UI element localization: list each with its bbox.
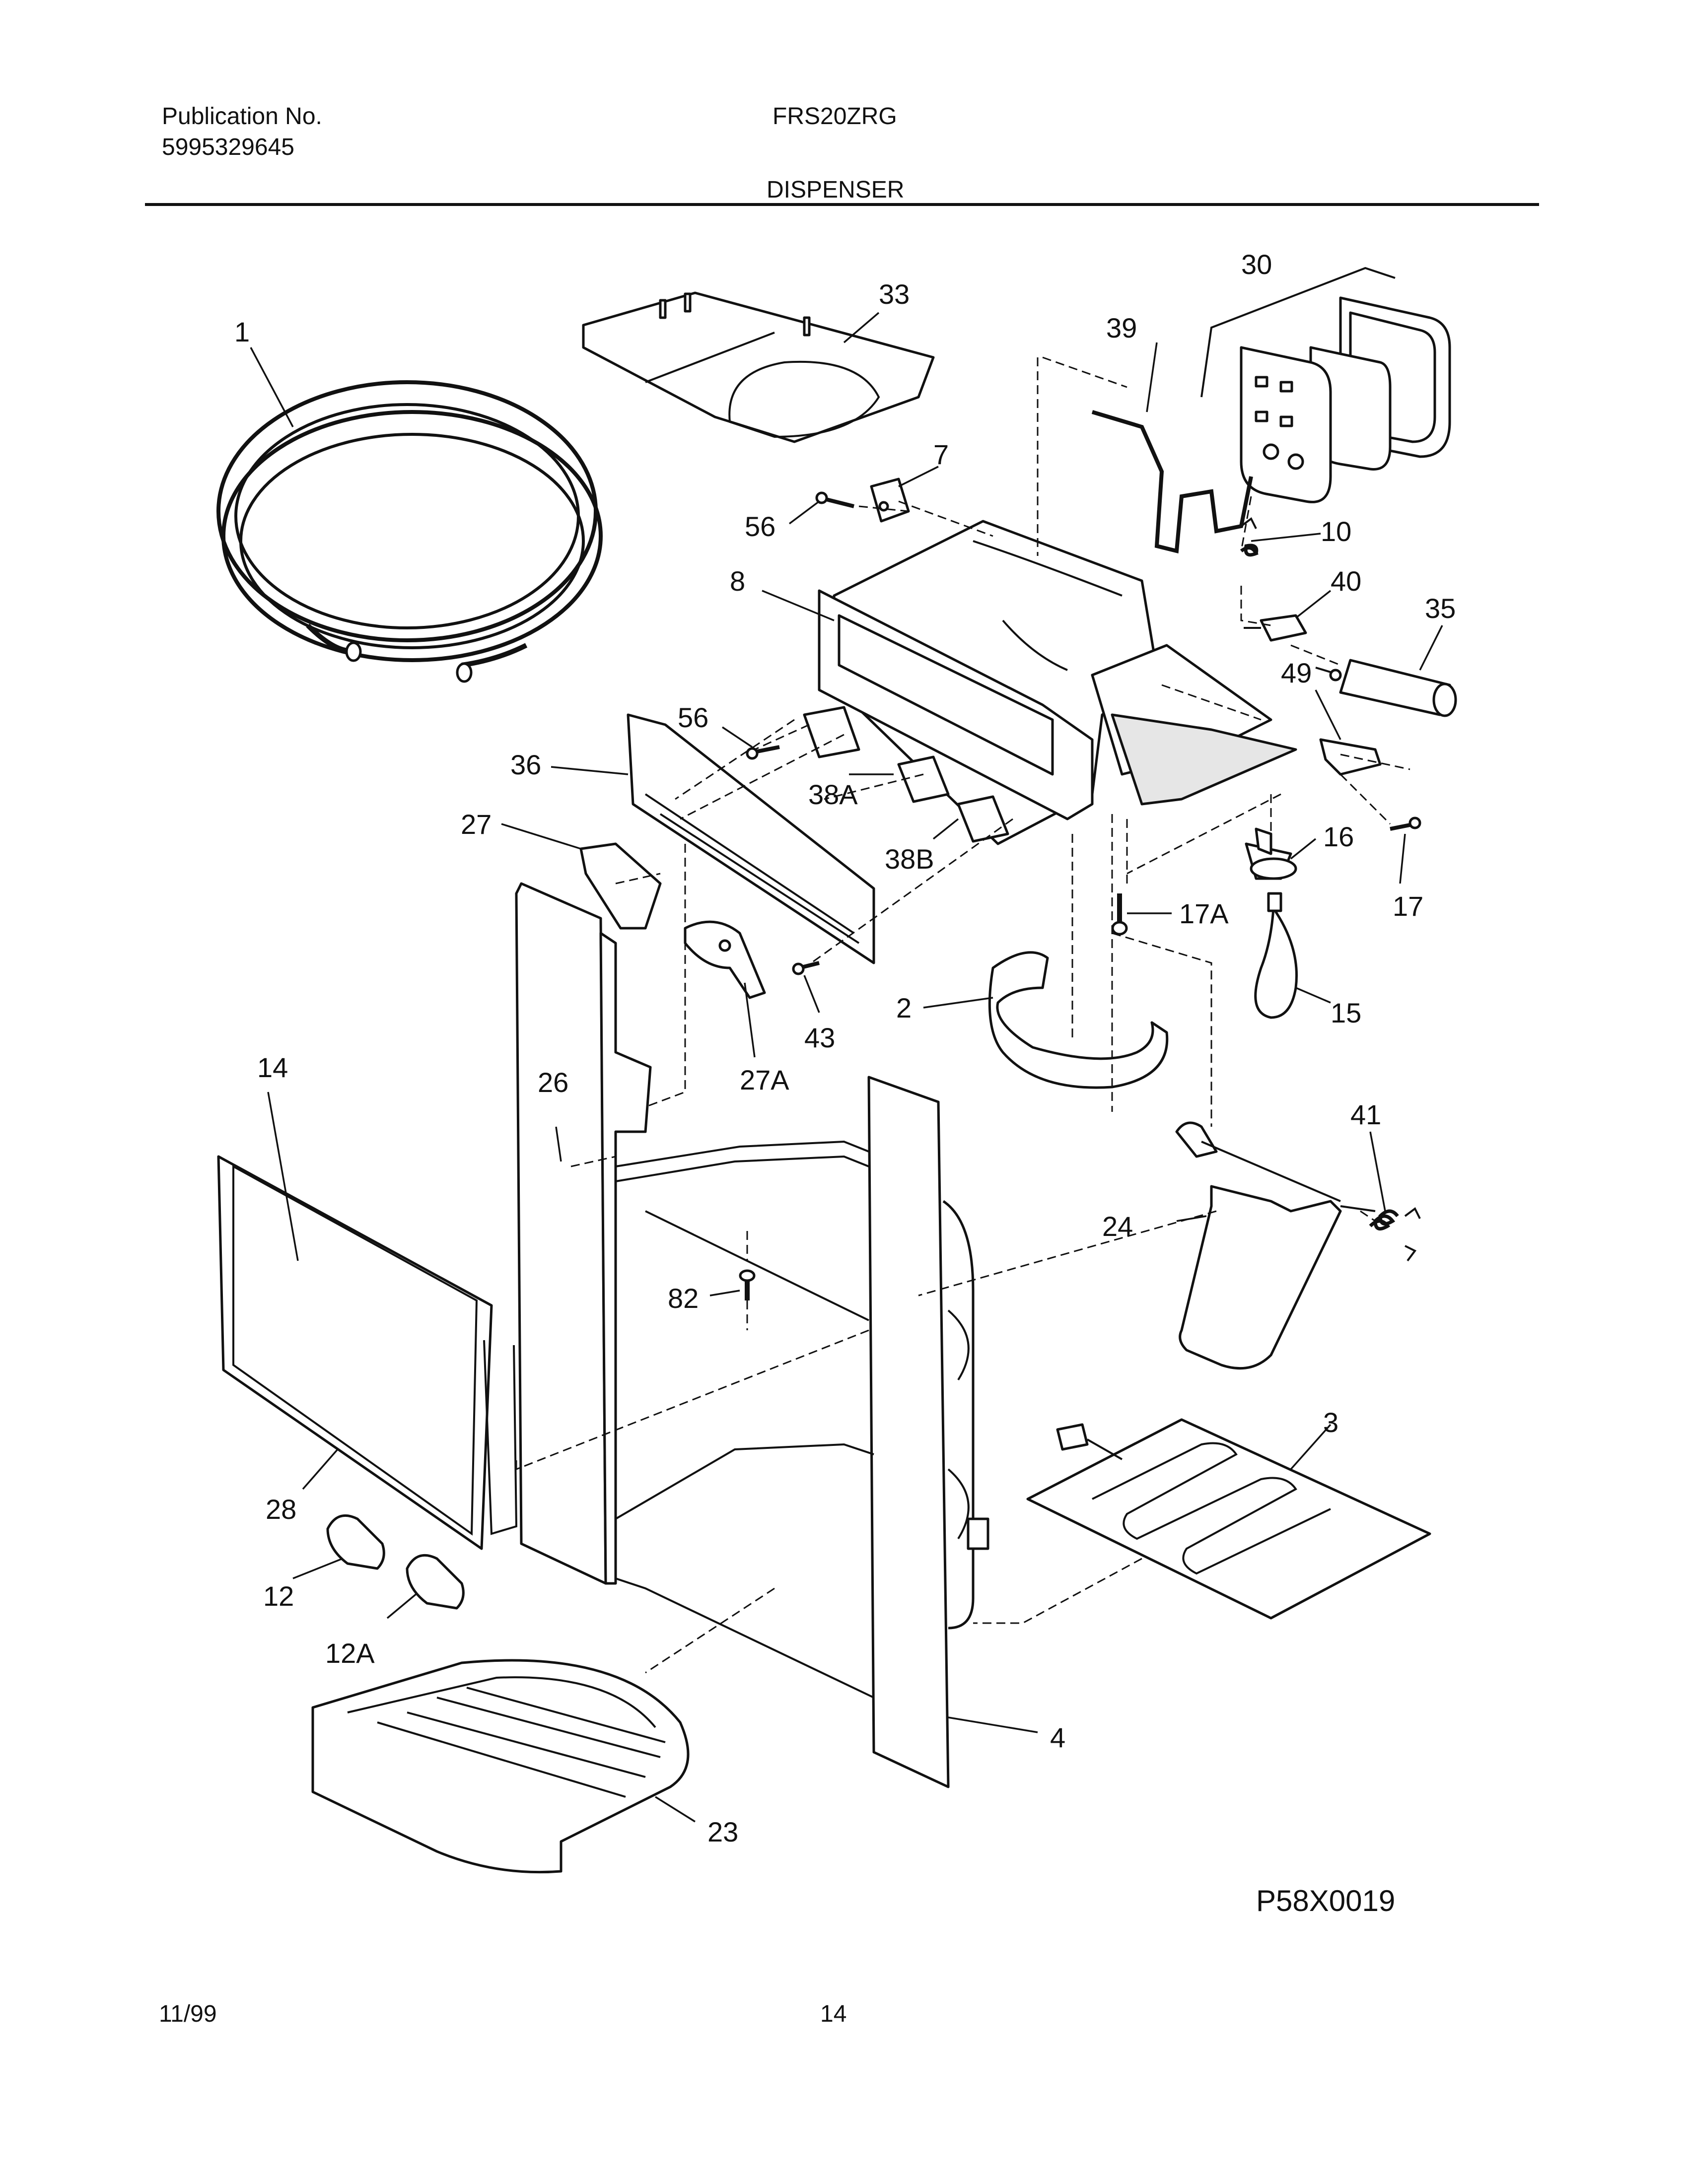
callout-2: 2 bbox=[896, 992, 912, 1024]
part-28-frame-trim bbox=[483, 1340, 518, 1535]
part-41-spring bbox=[1369, 1207, 1421, 1262]
callout-82: 82 bbox=[668, 1283, 699, 1314]
callout-39: 39 bbox=[1106, 312, 1137, 343]
part-82-screw bbox=[739, 1269, 756, 1300]
callout-4: 4 bbox=[1050, 1722, 1065, 1753]
part-12A-clip bbox=[406, 1554, 465, 1610]
callout-27: 27 bbox=[461, 809, 492, 840]
diagram-code: P58X0019 bbox=[1256, 1884, 1395, 1917]
part-38B-switch bbox=[957, 795, 1009, 843]
callout-38B: 38B bbox=[885, 843, 934, 875]
part-56-screw-lower bbox=[746, 745, 780, 760]
part-40-pin bbox=[1244, 614, 1307, 642]
part-38A-switch bbox=[803, 706, 950, 803]
part-30-door-assembly bbox=[1200, 267, 1451, 503]
footer-date: 11/99 bbox=[159, 2001, 217, 2027]
part-43-screw bbox=[792, 961, 820, 975]
callout-15: 15 bbox=[1331, 997, 1361, 1028]
part-33-cover-plate bbox=[582, 291, 935, 443]
callout-30: 30 bbox=[1241, 249, 1272, 280]
part-35-solenoid bbox=[1315, 659, 1457, 717]
callout-56-upper: 56 bbox=[745, 511, 775, 542]
callout-23: 23 bbox=[707, 1816, 738, 1847]
assembly-guide-lines bbox=[515, 356, 1410, 1674]
part-16-lamp-socket bbox=[1245, 827, 1297, 880]
callout-17: 17 bbox=[1393, 890, 1423, 922]
callout-43: 43 bbox=[804, 1022, 835, 1053]
callout-36: 36 bbox=[510, 749, 541, 780]
part-56-screw bbox=[815, 491, 854, 508]
callout-38A: 38A bbox=[808, 779, 858, 810]
publication-label: Publication No. bbox=[162, 103, 322, 130]
part-17-screw bbox=[1390, 817, 1421, 831]
callout-12A: 12A bbox=[325, 1638, 375, 1669]
part-14-panel bbox=[217, 1155, 493, 1550]
callout-12: 12 bbox=[263, 1580, 294, 1612]
section-title: DISPENSER bbox=[767, 177, 905, 203]
callout-49: 49 bbox=[1281, 657, 1312, 688]
part-12-clip bbox=[326, 1514, 385, 1570]
part-15-light-bulb bbox=[1254, 892, 1298, 1019]
callout-7: 7 bbox=[933, 439, 949, 470]
part-7-switch bbox=[870, 478, 910, 523]
part-24-dispenser-lever bbox=[1175, 1121, 1376, 1370]
part-27A-actuator bbox=[684, 920, 766, 999]
part-17A-screw bbox=[1111, 893, 1128, 936]
callout-56-lower: 56 bbox=[678, 702, 708, 733]
part-39-wire-arm bbox=[1091, 410, 1253, 554]
part-49-bracket bbox=[1319, 738, 1382, 776]
callout-27A: 27A bbox=[740, 1064, 789, 1095]
part-36-control-panel bbox=[627, 713, 875, 964]
page-number: 14 bbox=[820, 2001, 847, 2027]
callout-26: 26 bbox=[538, 1067, 568, 1098]
callout-33: 33 bbox=[879, 278, 910, 310]
callout-40: 40 bbox=[1331, 565, 1361, 597]
part-3-heater-pad bbox=[1026, 1418, 1431, 1620]
callout-17A: 17A bbox=[1179, 898, 1229, 929]
publication-number: 5995329645 bbox=[162, 134, 294, 160]
part-1-water-tubing bbox=[216, 380, 603, 683]
callout-24: 24 bbox=[1102, 1211, 1133, 1242]
part-10-spring bbox=[1240, 517, 1259, 557]
part-4-dispenser-frame bbox=[515, 882, 989, 1788]
callout-16: 16 bbox=[1323, 821, 1354, 852]
callout-35: 35 bbox=[1425, 593, 1456, 624]
callout-leaders bbox=[250, 312, 1443, 1823]
part-8-dispenser-housing bbox=[818, 520, 1297, 845]
callout-41: 41 bbox=[1350, 1099, 1381, 1130]
callout-10: 10 bbox=[1321, 516, 1351, 547]
callout-28: 28 bbox=[266, 1494, 296, 1525]
model-number: FRS20ZRG bbox=[773, 103, 897, 130]
part-2-ring bbox=[988, 951, 1169, 1089]
callout-labels: 1 33 30 39 7 56 10 8 40 35 49 56 36 38A … bbox=[234, 249, 1456, 1917]
callout-3: 3 bbox=[1323, 1407, 1338, 1438]
callout-1: 1 bbox=[234, 316, 250, 347]
part-23-drip-tray bbox=[311, 1659, 690, 1874]
callout-14: 14 bbox=[257, 1052, 288, 1083]
header-divider bbox=[145, 203, 1539, 206]
part-27-light-cover bbox=[579, 842, 662, 930]
callout-8: 8 bbox=[730, 565, 745, 597]
